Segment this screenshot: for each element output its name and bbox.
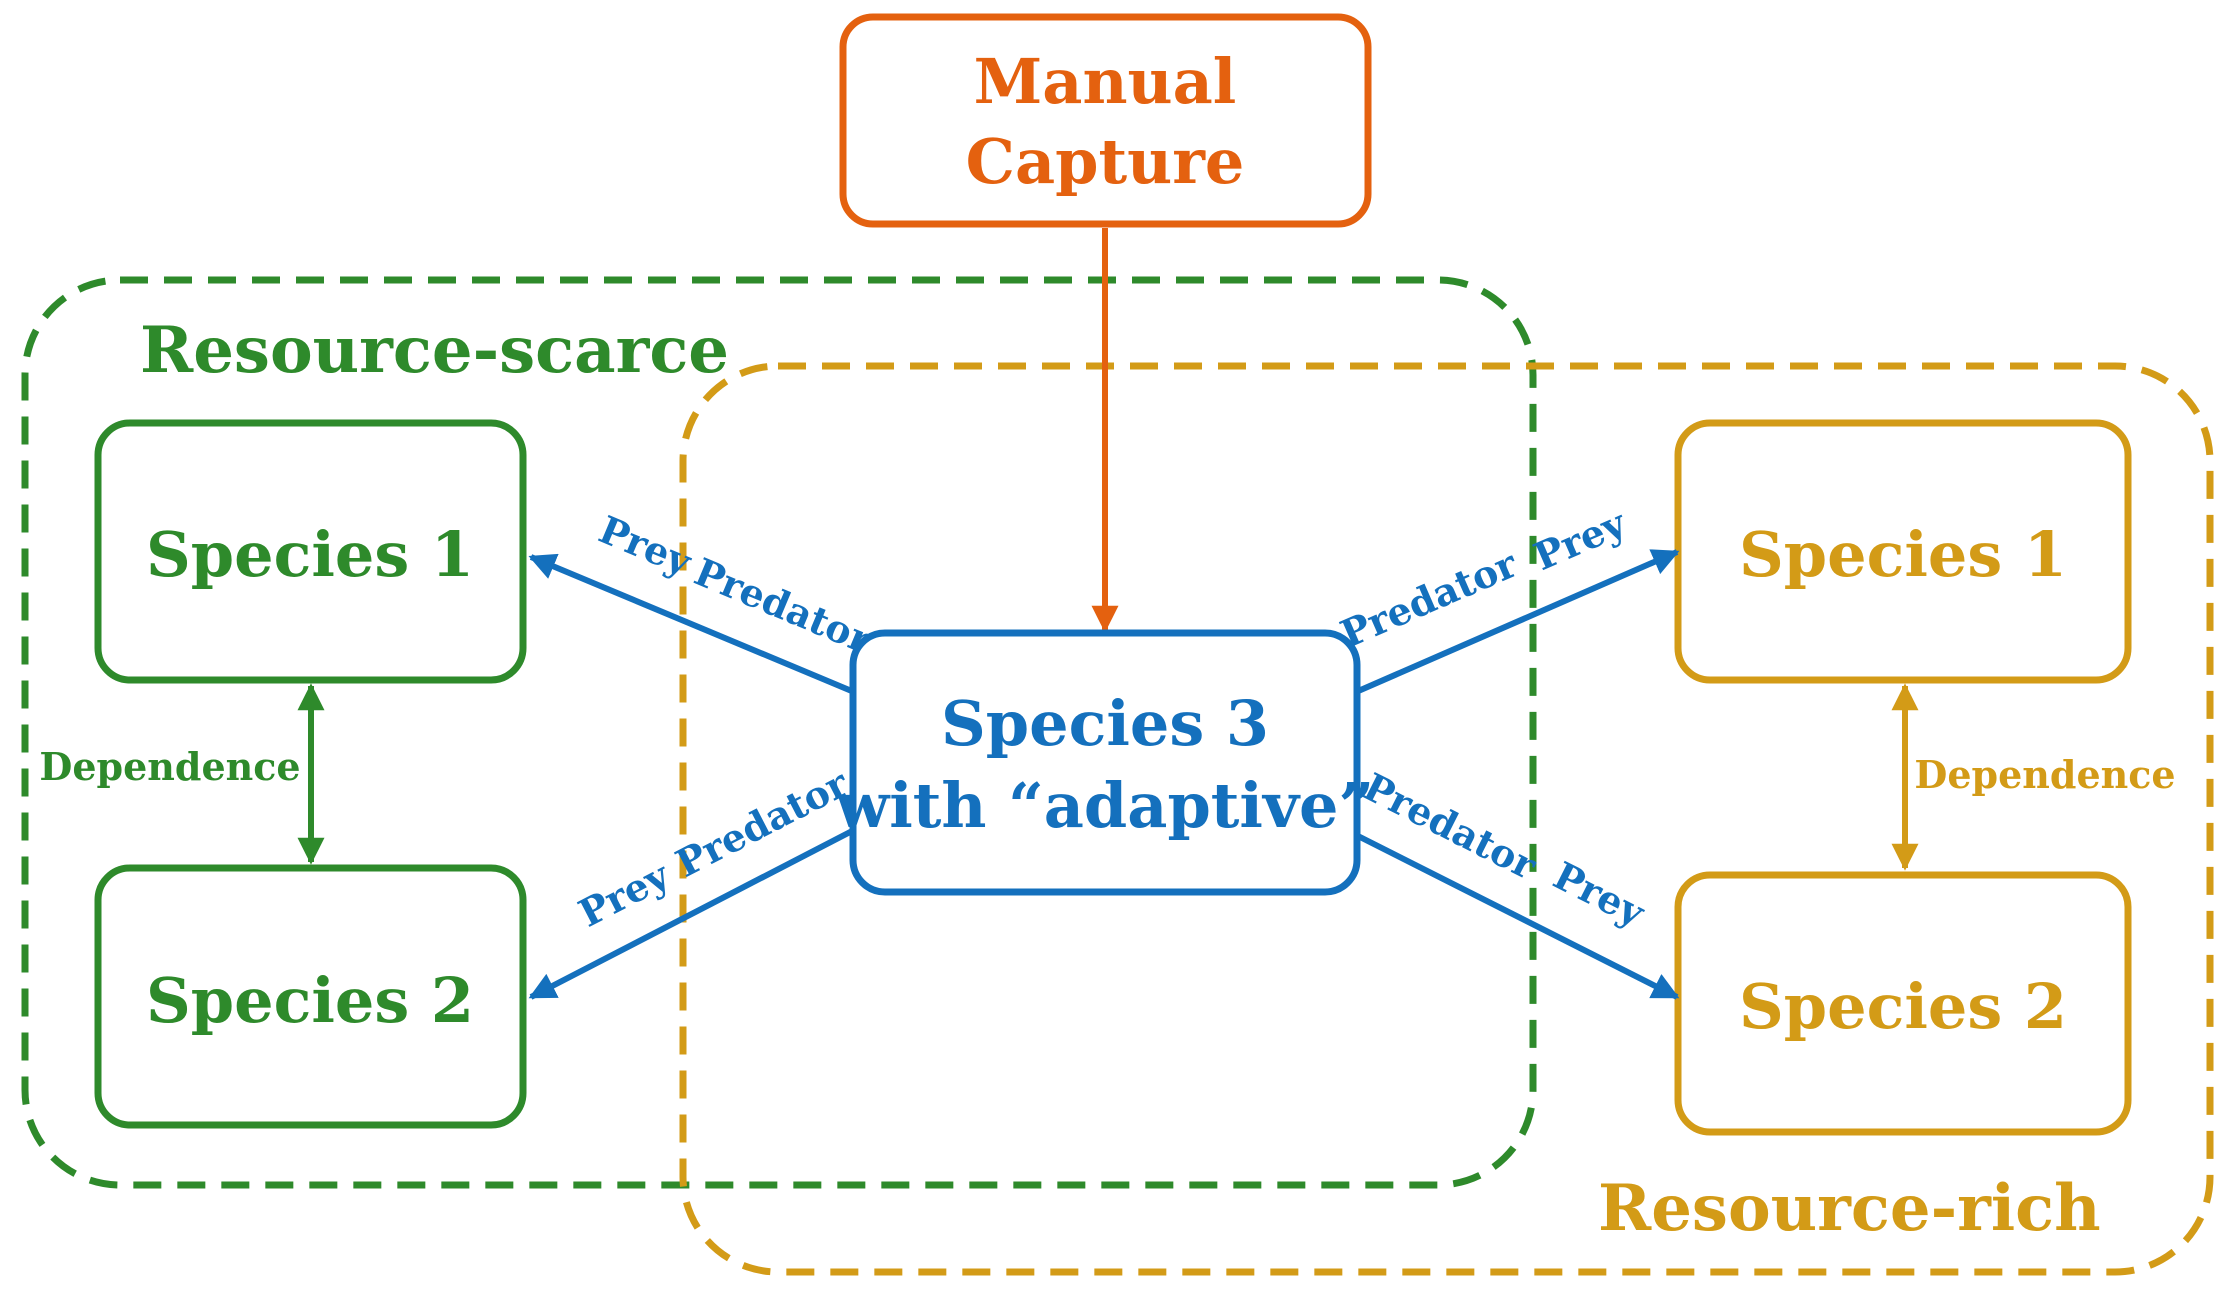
predator-label-upper-right: Predator <box>1334 540 1524 656</box>
resource-rich-region <box>679 362 2214 1276</box>
right-species2-node: Species 2 <box>1674 871 2132 1136</box>
resource-scarce-label: Resource-scarce <box>140 313 729 388</box>
left-species1-label: Species 1 <box>146 518 474 591</box>
resource-scarce-region <box>21 276 1537 1189</box>
left-species1-node: Species 1 <box>94 419 527 684</box>
right-species1-label: Species 1 <box>1739 518 2067 591</box>
predator-label-lower-left: Predator <box>668 760 856 886</box>
arrow-to-right-species1 <box>1354 549 1680 695</box>
prey-label-upper-right: Prey <box>1527 500 1633 579</box>
species3-line2: with “adaptive” <box>835 769 1374 842</box>
manual-capture-line2: Capture <box>966 125 1245 198</box>
prey-label-lower-left: Prey <box>571 852 677 936</box>
predator-label-lower-right: Predator <box>1357 764 1545 889</box>
right-species1-node: Species 1 <box>1674 419 2132 684</box>
right-species2-label: Species 2 <box>1739 970 2067 1043</box>
manual-capture-line1: Manual <box>974 45 1237 118</box>
right-dependence-label: Dependence <box>1914 752 2175 797</box>
species3-line1: Species 3 <box>941 687 1269 760</box>
species3-node: Species 3 with “adaptive” <box>835 629 1374 896</box>
arrow-to-right-species2 <box>1354 832 1680 1000</box>
manual-capture-node: Manual Capture <box>839 13 1372 228</box>
left-dependence-label: Dependence <box>39 744 300 789</box>
left-species2-node: Species 2 <box>94 864 527 1129</box>
arrow-to-left-species1 <box>528 553 856 695</box>
left-species2-label: Species 2 <box>146 964 474 1037</box>
resource-rich-label: Resource-rich <box>1598 1171 2101 1246</box>
predator-label-upper-left: Predator <box>688 549 879 663</box>
arrow-to-left-species2 <box>528 827 856 1000</box>
prey-label-lower-right: Prey <box>1547 852 1653 935</box>
